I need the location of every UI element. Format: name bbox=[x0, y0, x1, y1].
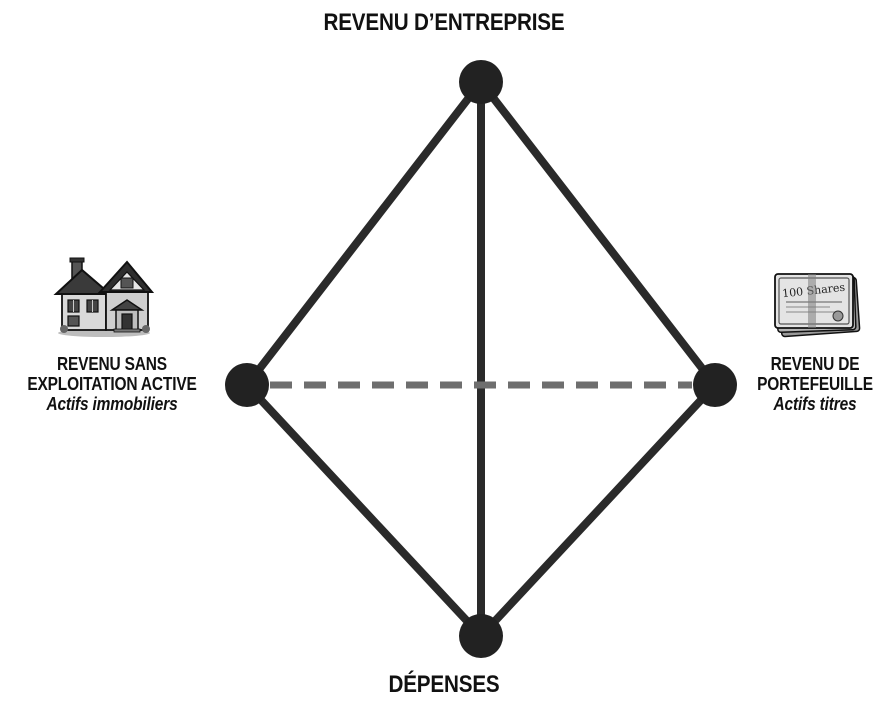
edge-right-bottom bbox=[477, 381, 719, 640]
left-node-label: REVENU SANS EXPLOITATION ACTIVE Actifs i… bbox=[16, 354, 209, 414]
node-top bbox=[459, 60, 503, 104]
left-node-title-line2: EXPLOITATION ACTIVE bbox=[27, 374, 197, 395]
node-bottom bbox=[459, 614, 503, 658]
right-node-subtitle: Actifs titres bbox=[773, 394, 857, 415]
bottom-node-label: DÉPENSES bbox=[62, 671, 826, 699]
right-node-title-line1: REVENU DE bbox=[770, 354, 860, 374]
node-left bbox=[225, 363, 269, 407]
right-node-label: REVENU DE PORTEFEUILLE Actifs titres bbox=[752, 354, 878, 414]
stock-certificates-icon: 100 Shares bbox=[774, 273, 861, 338]
top-node-label: REVENU D’ENTREPRISE bbox=[62, 9, 826, 37]
left-node-title-line1: REVENU SANS bbox=[57, 354, 167, 374]
right-node-title-line2: PORTEFEUILLE bbox=[757, 374, 873, 395]
house-icon bbox=[53, 257, 154, 337]
top-node-title: REVENU D’ENTREPRISE bbox=[323, 9, 565, 36]
node-right bbox=[693, 363, 737, 407]
edge-top-left bbox=[243, 78, 485, 389]
bottom-node-title: DÉPENSES bbox=[388, 671, 500, 698]
edge-top-right bbox=[477, 78, 719, 389]
edge-left-bottom bbox=[243, 381, 485, 640]
left-node-subtitle: Actifs immobiliers bbox=[46, 394, 178, 415]
